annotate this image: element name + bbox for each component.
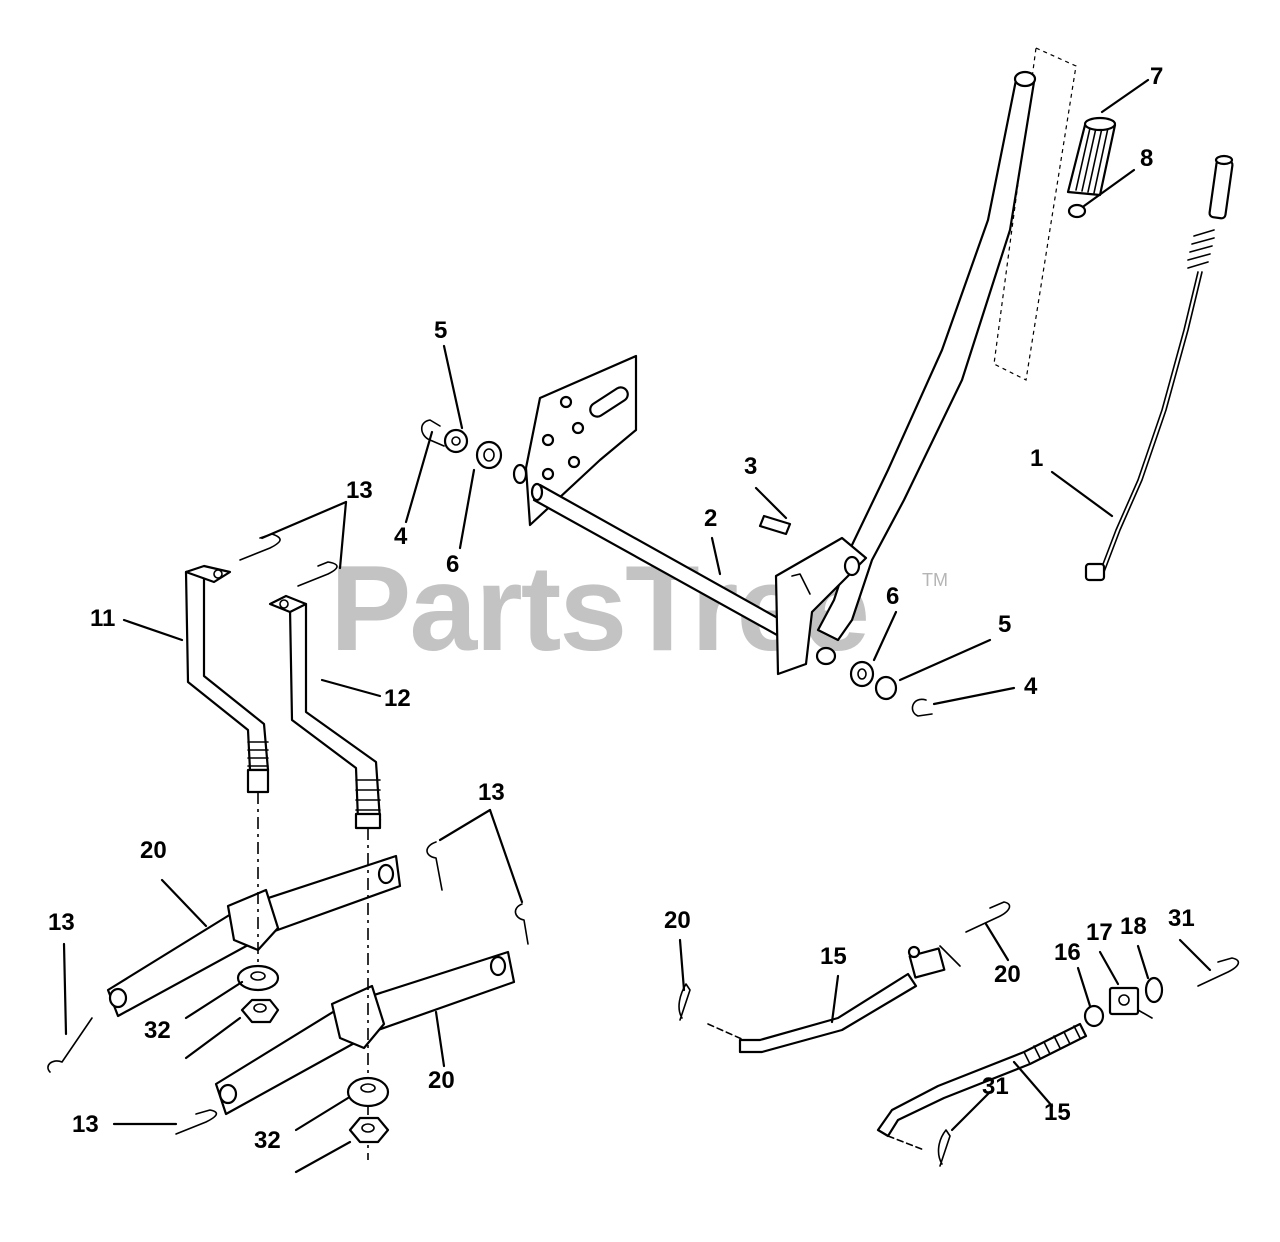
callout-15-lower: 15 bbox=[1044, 1099, 1071, 1126]
hairpin-13-mid-a bbox=[426, 841, 443, 891]
callout-6-right: 6 bbox=[886, 583, 899, 610]
callout-8: 8 bbox=[1140, 145, 1153, 172]
adjustment-rod-15-upper bbox=[738, 945, 961, 1054]
callout-20-upper: 20 bbox=[994, 961, 1021, 988]
callout-16: 16 bbox=[1054, 939, 1081, 966]
callout-13-top: 13 bbox=[346, 477, 373, 504]
bushing-right bbox=[849, 660, 875, 688]
cotter-pin-20-bottom bbox=[937, 1129, 951, 1167]
callout-13-mid: 13 bbox=[478, 779, 505, 806]
hairpin-13-bottom bbox=[175, 1109, 218, 1135]
grip-cap bbox=[1067, 203, 1087, 219]
pin-path-bottom bbox=[887, 1135, 925, 1151]
callout-20-bottom: 31 bbox=[982, 1073, 1009, 1100]
washer-right bbox=[874, 675, 898, 701]
washer-left bbox=[443, 428, 469, 454]
callout-19-upper: 20 bbox=[140, 837, 167, 864]
callout-6-left: 6 bbox=[446, 551, 459, 578]
callout-31-lower: 32 bbox=[254, 1127, 281, 1154]
callout-15-upper: 15 bbox=[820, 943, 847, 970]
bushing-left bbox=[475, 440, 503, 470]
callout-31-upper: 32 bbox=[144, 1017, 171, 1044]
callouts: 7 8 1 3 2 5 4 6 13 11 12 6 5 4 13 20 13 … bbox=[48, 63, 1195, 1154]
callout-17: 17 bbox=[1086, 919, 1113, 946]
callout-19-lower: 20 bbox=[428, 1067, 455, 1094]
callout-5-left: 5 bbox=[434, 317, 447, 344]
handle-ghost-sleeve bbox=[993, 47, 1077, 381]
callout-11: 11 bbox=[90, 605, 115, 632]
callout-20-right: 31 bbox=[1168, 905, 1195, 932]
bushing-18 bbox=[1144, 976, 1164, 1004]
callout-2: 2 bbox=[704, 505, 717, 532]
lift-cable bbox=[1084, 154, 1234, 582]
hairpin-13-top-a bbox=[239, 533, 281, 561]
shaft-key bbox=[758, 514, 792, 536]
lift-arm-19-upper bbox=[106, 854, 402, 1018]
callout-4-right: 4 bbox=[1024, 673, 1038, 700]
hairpin-clip-right bbox=[911, 698, 933, 717]
shaft-bracket bbox=[774, 536, 868, 676]
callout-3: 3 bbox=[744, 453, 757, 480]
hairpin-13-top-b bbox=[297, 561, 338, 587]
callout-18: 18 bbox=[1120, 913, 1147, 940]
bushing-31-upper bbox=[236, 964, 280, 992]
pin-path-left bbox=[707, 1023, 745, 1041]
callout-20-left: 20 bbox=[664, 907, 691, 934]
callout-4-left: 4 bbox=[394, 523, 408, 550]
nut-16 bbox=[1083, 1004, 1105, 1028]
leader-lines bbox=[62, 78, 1212, 1174]
callout-12: 12 bbox=[384, 685, 411, 712]
cotter-pin-20-upper bbox=[965, 901, 1011, 933]
callout-5-right: 5 bbox=[998, 611, 1011, 638]
trunnion-17 bbox=[1108, 986, 1153, 1019]
callout-1: 1 bbox=[1030, 445, 1043, 472]
adjustment-rod-15-lower bbox=[876, 1022, 1088, 1138]
lift-link-12 bbox=[268, 594, 382, 830]
callout-13-left: 13 bbox=[48, 909, 75, 936]
lift-link-11 bbox=[184, 564, 270, 794]
hairpin-13-mid-b bbox=[514, 903, 529, 945]
bracket-plate bbox=[524, 354, 638, 527]
nut-32-lower bbox=[348, 1116, 390, 1144]
cotter-pin-20-right bbox=[1197, 957, 1240, 987]
callout-13-bottom: 13 bbox=[72, 1111, 99, 1138]
handle-grip bbox=[1066, 116, 1117, 197]
cotter-pin-20-left bbox=[678, 983, 691, 1021]
lift-arm-19-lower bbox=[214, 950, 516, 1116]
bushing-31-lower bbox=[346, 1076, 390, 1108]
hairpin-clip-left bbox=[420, 419, 445, 447]
hairpin-13-left bbox=[47, 1017, 93, 1073]
nut-32-upper bbox=[240, 998, 280, 1024]
callout-7: 7 bbox=[1150, 63, 1163, 90]
watermark-trademark: TM bbox=[922, 570, 948, 590]
